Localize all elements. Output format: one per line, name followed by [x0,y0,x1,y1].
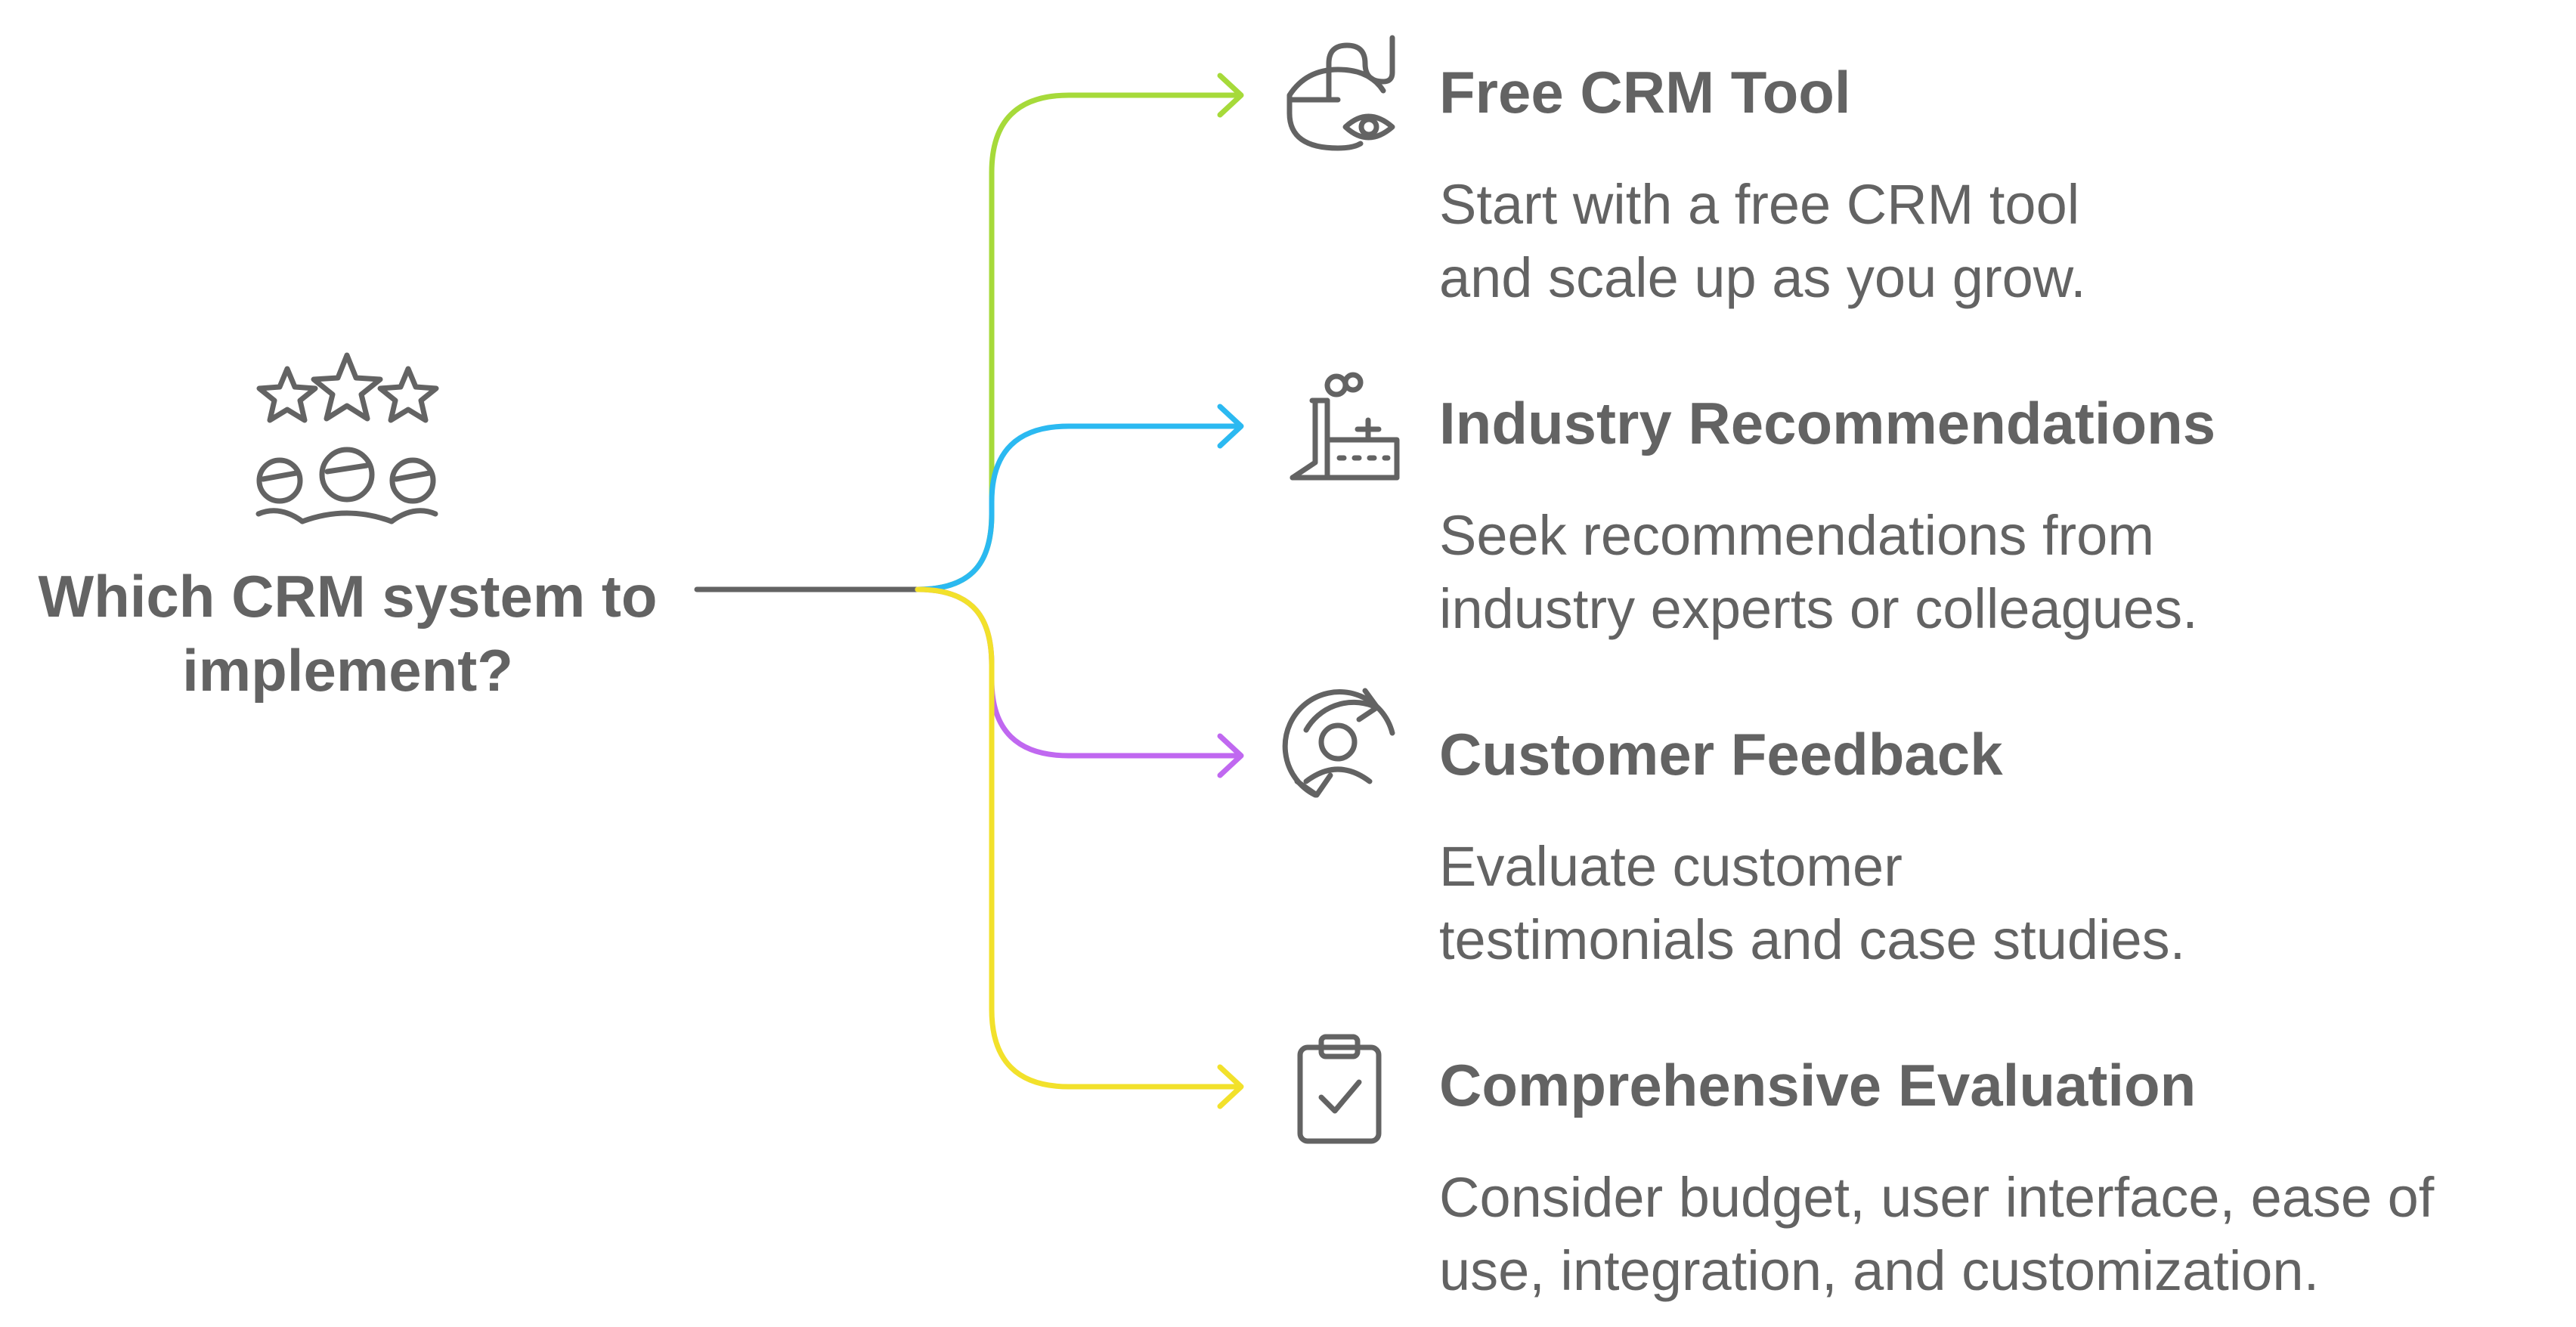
desc-line: use, integration, and customization. [1439,1239,2320,1302]
desc-line: Consider budget, user interface, ease of [1439,1166,2435,1229]
arrow-head-4 [1217,1064,1244,1109]
desc-line: and scale up as you grow. [1439,246,2086,309]
arrow-head-3 [1217,733,1244,778]
option-title-free-crm-tool: Free CRM Tool [1439,59,1851,125]
desc-line: Evaluate customer [1439,835,1903,898]
option-desc-comprehensive-evaluation: Consider budget, user interface, ease of… [1439,1161,2434,1307]
question-line-1: Which CRM system to [38,563,658,629]
arrow-head-2 [1217,404,1244,449]
user-cycle-icon [1282,688,1395,798]
branch-line-4 [915,586,1243,1090]
arrow-head-1 [1217,73,1244,118]
option-title-industry-recommendations: Industry Recommendations [1439,390,2216,456]
stars-people-icon [255,352,439,524]
clipboard-check-icon [1297,1034,1382,1144]
branch-line-2 [915,423,1243,592]
branch-line-3 [915,586,1243,759]
option-title-comprehensive-evaluation: Comprehensive Evaluation [1439,1052,2197,1118]
desc-line: industry experts or colleagues. [1439,577,2198,640]
desc-line: Start with a free CRM tool [1439,173,2080,236]
desc-line: Seek recommendations from [1439,504,2154,567]
question-line-2: implement? [182,637,513,704]
option-title-customer-feedback: Customer Feedback [1439,721,2003,787]
option-desc-industry-recommendations: Seek recommendations from industry exper… [1439,499,2198,645]
mouse-eye-icon [1286,35,1395,151]
factory-icon [1290,372,1400,481]
desc-line: testimonials and case studies. [1439,908,2186,971]
option-desc-customer-feedback: Evaluate customer testimonials and case … [1439,830,2185,976]
option-desc-free-crm-tool: Start with a free CRM tool and scale up … [1439,168,2086,314]
question-text: Which CRM system to implement? [15,559,680,707]
branch-line-1 [915,92,1243,592]
